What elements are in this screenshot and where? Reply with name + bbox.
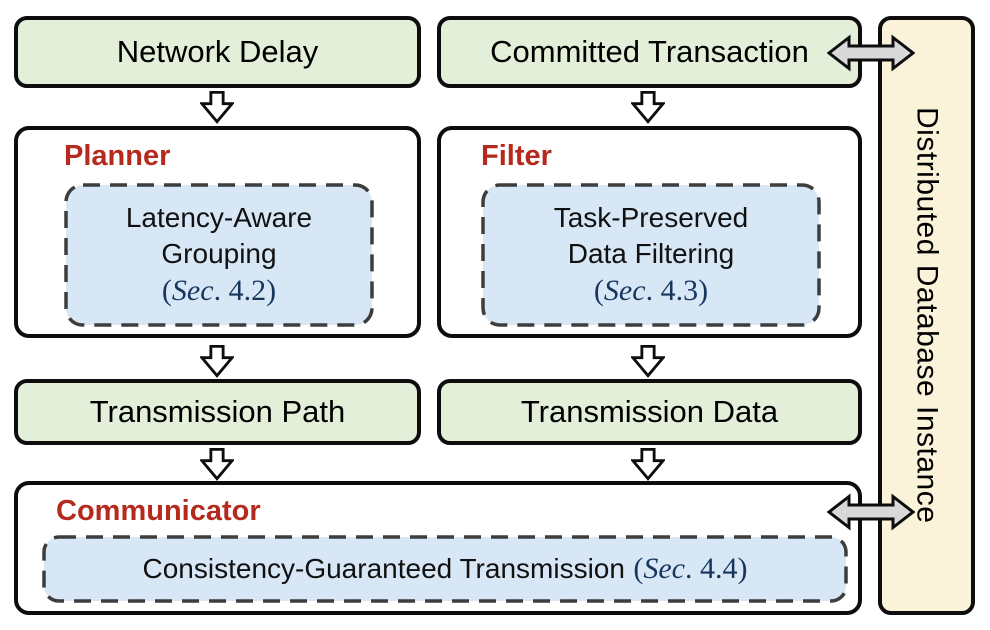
- inner-line: Grouping: [161, 237, 277, 269]
- inner-line: Latency-Aware: [125, 202, 313, 234]
- dashed-border: [64, 183, 374, 327]
- committed-transaction-box: Committed Transaction: [437, 16, 862, 88]
- consistency-guaranteed-transmission-text: Consistency-Guaranteed Transmission(Sec.…: [143, 550, 748, 588]
- double-arrow-icon: [826, 493, 916, 531]
- inner-line: Consistency-Guaranteed Transmission: [142, 552, 625, 584]
- transmission-data-label: Transmission Data: [520, 394, 779, 429]
- section-ref: (Sec. 4.4): [633, 551, 748, 585]
- dashed-border: [42, 535, 848, 603]
- section-ref: (Sec. 4.3): [593, 273, 709, 307]
- communicator-module-box: Communicator Consistency-Guaranteed Tran…: [14, 481, 862, 615]
- committed-transaction-label: Committed Transaction: [490, 34, 809, 69]
- latency-aware-grouping-text: Latency-Aware Grouping (Sec. 4.2): [126, 200, 312, 309]
- inner-line: Task-Preserved: [553, 202, 749, 234]
- down-arrow-icon: [629, 90, 667, 124]
- down-arrow-icon: [198, 344, 236, 378]
- planner-module-box: Planner Latency-Aware Grouping (Sec. 4.2…: [14, 126, 421, 338]
- section-ref: (Sec. 4.2): [161, 273, 277, 307]
- distributed-database-instance-label: Distributed Database Instance: [910, 107, 944, 524]
- inner-line: Data Filtering: [567, 237, 735, 269]
- down-arrow-icon: [629, 447, 667, 481]
- network-delay-box: Network Delay: [14, 16, 421, 88]
- filter-module-box: Filter Task-Preserved Data Filtering (Se…: [437, 126, 862, 338]
- double-arrow-icon: [826, 34, 916, 72]
- down-arrow-icon: [629, 344, 667, 378]
- network-delay-label: Network Delay: [116, 34, 319, 69]
- transmission-path-label: Transmission Path: [89, 394, 346, 429]
- consistency-guaranteed-transmission-box: Consistency-Guaranteed Transmission(Sec.…: [42, 535, 848, 603]
- latency-aware-grouping-box: Latency-Aware Grouping (Sec. 4.2): [64, 183, 374, 327]
- down-arrow-icon: [198, 90, 236, 124]
- task-preserved-data-filtering-text: Task-Preserved Data Filtering (Sec. 4.3): [554, 200, 749, 309]
- task-preserved-data-filtering-box: Task-Preserved Data Filtering (Sec. 4.3): [481, 183, 821, 327]
- dashed-border: [481, 183, 821, 327]
- planner-title: Planner: [64, 140, 171, 172]
- filter-title: Filter: [481, 140, 552, 172]
- transmission-path-box: Transmission Path: [14, 379, 421, 445]
- transmission-data-box: Transmission Data: [437, 379, 862, 445]
- communicator-title: Communicator: [56, 495, 261, 527]
- down-arrow-icon: [198, 447, 236, 481]
